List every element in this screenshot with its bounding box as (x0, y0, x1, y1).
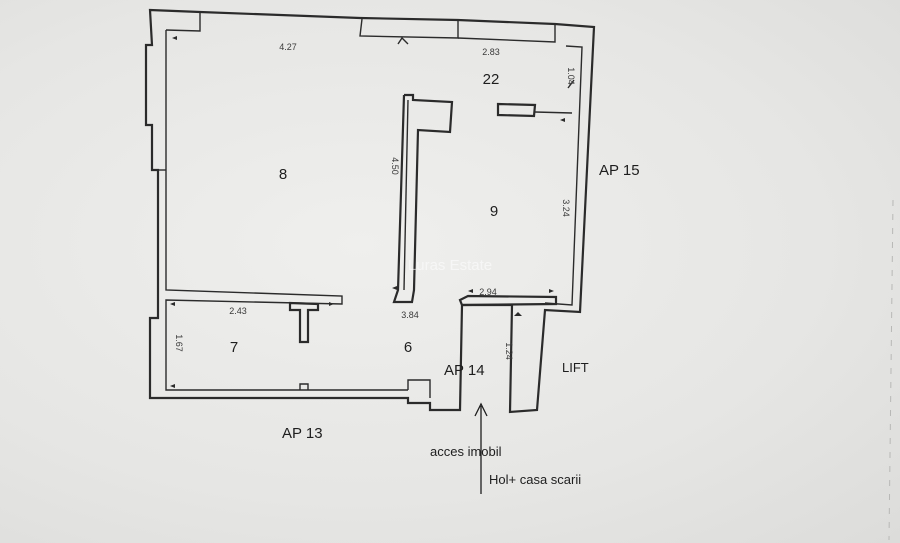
central-partition (392, 93, 454, 304)
room-number-22: 22 (483, 71, 500, 88)
dimension-4-27: 4.27 (279, 42, 297, 52)
wall-segment-top-mid (359, 18, 459, 39)
partition-t-7-6 (288, 301, 320, 344)
tick (172, 36, 177, 40)
wall-segment-top-left (165, 12, 201, 32)
wall-room-9-bottom (458, 294, 558, 307)
outer-wall (144, 8, 596, 414)
dimension-ticks (170, 36, 565, 388)
wall-inner-right (544, 45, 583, 306)
dimension-2-83: 2.83 (482, 47, 500, 57)
door-mark-top (397, 36, 409, 45)
watermark: Luras Estate (408, 257, 492, 274)
label-ap-13: AP 13 (282, 425, 323, 442)
room-number-8: 8 (279, 166, 287, 183)
label-acces-imobil: acces imobil (430, 444, 502, 459)
partition-room-22 (496, 102, 537, 118)
access-arrow (474, 402, 488, 494)
label-lift: LIFT (562, 360, 589, 375)
scan-edge (888, 199, 894, 541)
wall-inner-left (165, 30, 408, 391)
tick (329, 302, 334, 306)
tick (468, 289, 473, 293)
tick (170, 384, 175, 388)
tick (549, 289, 554, 293)
partition-room-22-line (534, 111, 573, 114)
dimension-3-24: 3.24 (561, 199, 571, 217)
tick (392, 286, 397, 290)
dimension-3-84: 3.84 (401, 310, 419, 320)
tick (170, 302, 175, 306)
partition-wall-4-50 (392, 93, 454, 304)
dimension-1-24: 1.24 (504, 342, 514, 360)
wall-segment-top-right (457, 24, 556, 43)
wall-bump-2 (407, 379, 431, 398)
partition-inner (403, 99, 409, 291)
tick (560, 118, 565, 122)
access-arrow-head (474, 402, 488, 417)
room-number-9: 9 (490, 203, 498, 220)
dimension-1-04: 1.04 (566, 67, 576, 85)
dimension-1-67: 1.67 (174, 334, 184, 352)
label-hol-casa-scarii: Hol+ casa scarii (489, 472, 581, 487)
dimension-2-94: 2.94 (479, 287, 497, 297)
tick (514, 312, 522, 316)
dimension-4-50: 4.50 (390, 157, 400, 175)
room-number-7: 7 (230, 339, 238, 356)
wall-bump-1 (299, 383, 309, 390)
room-number-6: 6 (404, 339, 412, 356)
outer-walls (144, 8, 596, 414)
label-ap-14: AP 14 (444, 362, 485, 379)
dimension-2-43: 2.43 (229, 306, 247, 316)
label-ap-15: AP 15 (599, 162, 640, 179)
door-mark-22 (567, 79, 575, 89)
